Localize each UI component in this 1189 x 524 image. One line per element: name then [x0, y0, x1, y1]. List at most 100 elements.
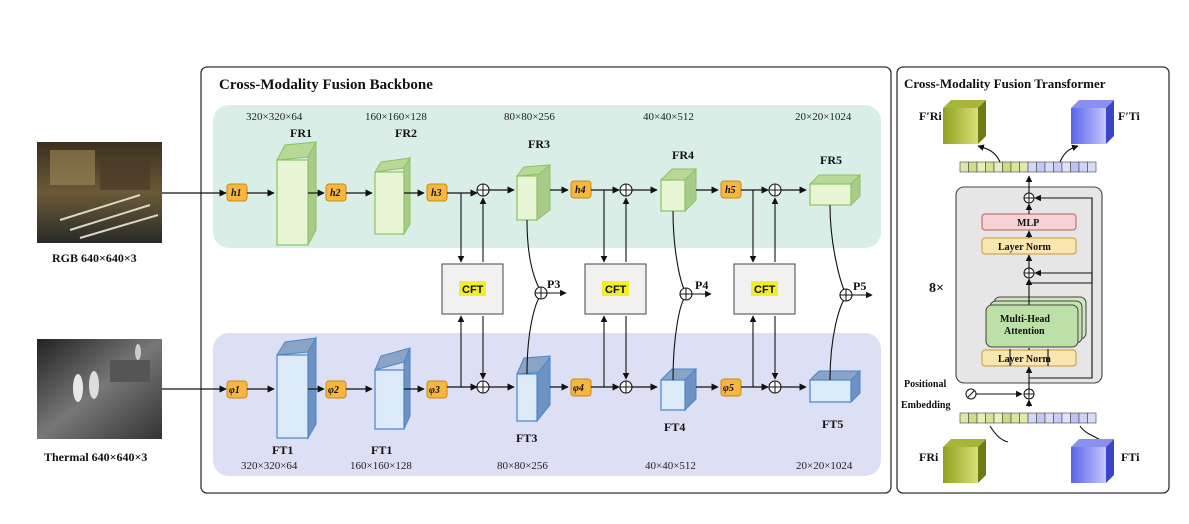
op-phi4-label: φ4	[573, 383, 584, 394]
op-h4-label: h4	[575, 185, 586, 196]
token-cell	[968, 161, 978, 173]
token-cell	[1036, 412, 1046, 424]
op-phi1-label: φ1	[229, 385, 240, 396]
feature-fr1	[276, 141, 317, 246]
token-cell	[985, 412, 995, 424]
op-h2-label: h2	[330, 188, 341, 199]
token-cell	[1010, 412, 1020, 424]
label-ft5: FT5	[822, 417, 843, 431]
thermal-stream: φ1 FT1 φ2 FT1 φ3 FT3 φ4	[226, 336, 862, 457]
feature-ft3	[516, 355, 551, 423]
op-phi3	[426, 380, 448, 399]
token-cell	[1070, 161, 1080, 173]
pos-embedding-line1: Positional	[904, 379, 946, 390]
thermal-dim-5: 20×20×1024	[796, 460, 853, 472]
output-rgb-cube	[943, 100, 986, 144]
label-ft2: FT1	[371, 443, 392, 457]
rgb-dim-2: 160×160×128	[365, 111, 427, 123]
rgb-stream: h1 FR1 h2 FR2 h3 FR3	[226, 126, 862, 246]
feature-fr4	[659, 167, 698, 213]
thermal-input-label: Thermal 640×640×3	[44, 450, 147, 464]
token-cell	[959, 161, 969, 173]
token-cell	[968, 412, 978, 424]
token-cell	[1087, 161, 1097, 173]
token-cell	[1027, 412, 1037, 424]
cft-label-3: CFT	[754, 284, 776, 296]
rgb-dim-1: 320×320×64	[246, 111, 303, 123]
cft-module-1: CFT	[441, 263, 504, 315]
label-ft3: FT3	[516, 431, 537, 445]
label-fr2: FR2	[395, 126, 417, 140]
token-cell	[1078, 161, 1088, 173]
token-cell	[993, 412, 1003, 424]
feature-fr3	[515, 163, 552, 222]
token-cell	[1010, 161, 1020, 173]
backbone-title: Cross-Modality Fusion Backbone	[219, 77, 433, 93]
output-token-row	[959, 161, 1097, 173]
token-cell	[1019, 412, 1029, 424]
cft-label-2: CFT	[605, 284, 627, 296]
input-rgb-cube	[943, 439, 986, 483]
label-fr5: FR5	[820, 153, 842, 167]
rgb-input-label: RGB 640×640×3	[52, 251, 137, 265]
transformer-arrows	[975, 175, 1101, 443]
output-rgb-label: F′Ri	[919, 109, 942, 123]
token-cell	[1061, 412, 1071, 424]
input-thermal-cube	[1071, 439, 1114, 483]
token-cell	[1053, 161, 1063, 173]
token-cell	[1019, 161, 1029, 173]
op-h5-label: h5	[725, 185, 736, 196]
feature-ft1	[276, 336, 317, 440]
transformer-title: Cross-Modality Fusion Transformer	[904, 76, 1106, 91]
token-cell	[1044, 412, 1054, 424]
token-cell	[976, 161, 986, 173]
layer-norm-top-label: Layer Norm	[998, 242, 1052, 253]
input-thermal-label: FTi	[1121, 450, 1140, 464]
rgb-dim-4: 40×40×512	[643, 111, 694, 123]
token-cell	[1087, 412, 1097, 424]
thermal-dim-4: 40×40×512	[645, 460, 696, 472]
token-cell	[1078, 412, 1088, 424]
label-ft1: FT1	[272, 443, 293, 457]
label-fr1: FR1	[290, 126, 312, 140]
token-cell	[993, 161, 1003, 173]
cft-module-2: CFT	[584, 263, 647, 315]
feature-fr5	[808, 173, 862, 207]
op-phi2-label: φ2	[328, 385, 339, 396]
token-cell	[1027, 161, 1037, 173]
token-cell	[1036, 161, 1046, 173]
token-cell	[976, 412, 986, 424]
layer-norm-bottom-label: Layer Norm	[998, 354, 1052, 365]
feature-ft5	[808, 369, 862, 404]
label-fr3: FR3	[528, 137, 550, 151]
thermal-input-image	[37, 339, 162, 439]
token-cell	[1044, 161, 1054, 173]
token-cell	[1002, 412, 1012, 424]
op-phi5-label: φ5	[723, 383, 734, 394]
feature-fr2	[374, 156, 411, 236]
thermal-dim-2: 160×160×128	[350, 460, 412, 472]
rgb-input-image	[37, 142, 162, 243]
token-cell	[959, 412, 969, 424]
token-cell	[985, 161, 995, 173]
label-fr4: FR4	[672, 148, 694, 162]
attention-line2: Attention	[1004, 326, 1045, 337]
output-p4: P4	[695, 278, 708, 292]
output-thermal-label: F′Ti	[1118, 109, 1140, 123]
op-h3-label: h3	[431, 188, 442, 199]
cft-label-1: CFT	[462, 284, 484, 296]
thermal-dim-3: 80×80×256	[497, 460, 548, 472]
repeat-label: 8×	[929, 281, 944, 296]
token-cell	[1070, 412, 1080, 424]
token-cell	[1061, 161, 1071, 173]
cft-module-3: CFT	[733, 263, 796, 315]
pos-embedding-line2: Embedding	[901, 400, 950, 411]
feature-ft4	[659, 367, 698, 412]
mlp-label: MLP	[1017, 218, 1039, 229]
input-rgb-label: FRi	[919, 450, 939, 464]
output-p5: P5	[853, 279, 866, 293]
token-cell	[1002, 161, 1012, 173]
attention-line1: Multi-Head	[1000, 314, 1050, 325]
